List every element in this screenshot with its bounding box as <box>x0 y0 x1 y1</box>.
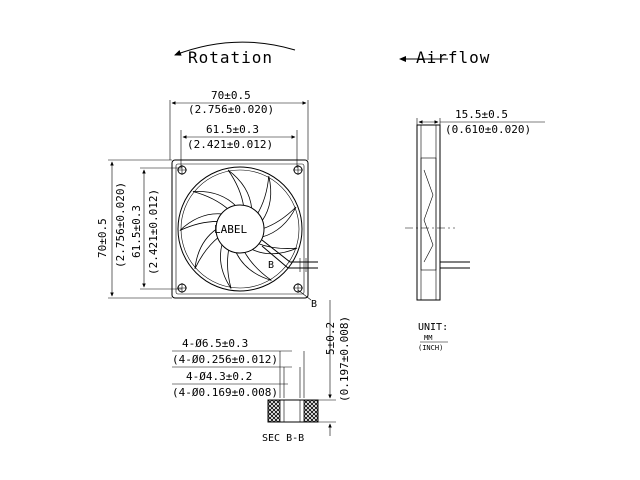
depth-mm-label: 15.5±0.5 <box>455 108 508 121</box>
rotation-arrow <box>174 41 296 56</box>
fan-blade <box>256 176 272 222</box>
front-view: 70±0.5 (2.756±0.020) 61.5±0.3 (2.421±0.0… <box>96 89 318 310</box>
rotation-title-group: Rotation <box>174 41 296 67</box>
airflow-title-group: Airflow <box>399 48 490 67</box>
section-thickness-mm: 5±0.2 <box>324 322 337 355</box>
section-d1-inch: (4-Ø0.256±0.012) <box>172 353 278 366</box>
vertical-hole-mm-label: 61.5±0.3 <box>130 205 143 258</box>
hole-spacing-mm-label: 61.5±0.3 <box>206 123 259 136</box>
vertical-hole-inch-label: (2.421±0.012) <box>147 189 160 275</box>
marker-b-bottom: B <box>311 299 317 310</box>
section-bb: 4-Ø6.5±0.3 (4-Ø0.256±0.012) 4-Ø4.3±0.2 (… <box>172 300 351 444</box>
fan-blade <box>192 190 237 211</box>
fan-blade <box>261 206 297 238</box>
rotation-title: Rotation <box>188 48 273 67</box>
section-hatch-left <box>267 399 281 423</box>
fan-blade <box>235 250 272 281</box>
section-caption: SEC B-B <box>262 433 304 444</box>
fan-hub <box>215 204 265 254</box>
unit-block: UNIT: MM (INCH) <box>418 322 448 352</box>
fan-frame <box>171 159 309 299</box>
depth-inch-label: (0.610±0.020) <box>445 123 531 136</box>
height-mm-label: 70±0.5 <box>96 218 109 258</box>
fan-blade <box>251 242 298 255</box>
fan-housing-circle <box>177 166 303 292</box>
section-d1-mm: 4-Ø6.5±0.3 <box>182 337 248 350</box>
height-inch-label: (2.756±0.020) <box>114 182 127 268</box>
hole-spacing-inch-label: (2.421±0.012) <box>187 138 273 151</box>
side-blade-profile <box>423 169 434 263</box>
width-mm-label: 70±0.5 <box>211 89 251 102</box>
unit-inch: (INCH) <box>418 344 443 352</box>
section-d2-inch: (4-Ø0.169±0.008) <box>172 386 278 399</box>
side-cable <box>440 261 470 269</box>
fan-blade <box>227 169 253 210</box>
unit-label: UNIT: <box>418 322 448 333</box>
hub-label: LABEL <box>214 223 247 236</box>
fan-blade <box>194 228 220 269</box>
airflow-title: Airflow <box>416 48 490 67</box>
side-frame <box>416 124 441 301</box>
fan-blade <box>220 243 232 289</box>
width-inch-label: (2.756±0.020) <box>188 103 274 116</box>
cable <box>261 239 318 269</box>
section-d2-mm: 4-Ø4.3±0.2 <box>186 370 252 383</box>
unit-mm: MM <box>424 334 432 342</box>
mounting-holes <box>177 165 303 293</box>
side-view: 15.5±0.5 (0.610±0.020) <box>405 108 545 301</box>
fan-blade <box>179 213 223 231</box>
section-thickness-inch: (0.197±0.008) <box>338 316 351 402</box>
marker-b-top: B <box>268 260 274 271</box>
fan-frame-inner <box>175 163 305 295</box>
fan-blades <box>179 169 298 289</box>
section-hatch-right <box>303 399 319 423</box>
